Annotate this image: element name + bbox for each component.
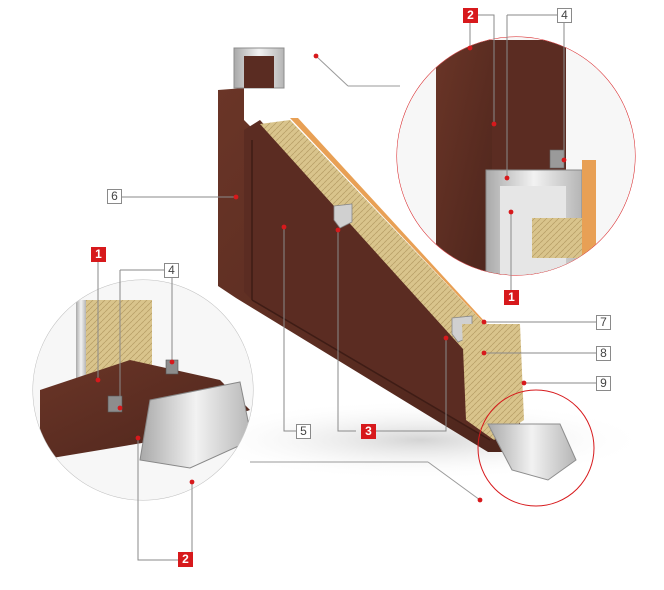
detail-top-panel (582, 160, 596, 270)
dot-bottom-2b (189, 479, 195, 485)
detail-left-zinc-channel (139, 381, 253, 469)
dot-9 (521, 380, 527, 386)
leader-top-2b (478, 14, 495, 124)
callout-left-4-label: 4 (168, 263, 175, 277)
dot-3b (443, 335, 449, 341)
leader-3 (337, 230, 356, 432)
insulation-layer (260, 120, 500, 390)
callout-left-4: 4 (164, 263, 179, 278)
leader-bottom-2 (137, 438, 178, 561)
detail-circle-left (32, 279, 254, 501)
leader-3b (376, 338, 447, 432)
dot-3a (335, 227, 341, 233)
bottom-insulation-block (462, 324, 524, 440)
callout-9-label: 9 (600, 376, 607, 390)
leader-lines (97, 14, 596, 561)
callout-3-label: 3 (365, 424, 372, 438)
leader-5 (283, 227, 296, 432)
detail-circle-bottom-right (477, 389, 595, 507)
detail-top-steel-outer (436, 40, 492, 275)
dot-left-4b (169, 359, 175, 365)
callout-8: 8 (596, 346, 611, 361)
callout-top-4: 4 (557, 8, 572, 23)
dot-bottom-2a (135, 435, 141, 441)
panel-bottom-line (251, 299, 491, 441)
callout-5: 5 (296, 424, 311, 439)
dot-top-1 (508, 209, 514, 215)
dot-5 (281, 224, 287, 230)
callout-6: 6 (107, 189, 122, 204)
callout-left-1: 1 (91, 247, 106, 262)
bottom-frame-profile (487, 423, 577, 481)
stiffener-rib-middle (333, 203, 353, 229)
callout-7: 7 (596, 315, 611, 330)
dot-6 (233, 194, 239, 200)
inner-steel-panel (244, 120, 500, 440)
dot-top-4a (504, 175, 510, 181)
callout-9: 9 (596, 376, 611, 391)
callout-bottom-2: 2 (178, 552, 193, 567)
dot-left-1 (95, 377, 101, 383)
detail-circle-top (396, 36, 636, 276)
connector-lines (250, 55, 481, 501)
door-main-section (218, 47, 577, 481)
detail-left-steel-body (40, 360, 250, 460)
dot-connector-bottom (477, 497, 483, 503)
connector-bottom-2 (427, 461, 481, 501)
dot-top-2b (491, 121, 497, 127)
callout-top-2: 2 (463, 8, 478, 23)
callout-3: 3 (361, 424, 376, 439)
callout-top-4-label: 4 (561, 8, 568, 22)
callout-7-label: 7 (600, 315, 607, 329)
callout-top-1-label: 1 (508, 290, 515, 304)
callout-left-1-label: 1 (95, 247, 102, 261)
dot-top-2a (467, 45, 473, 51)
callout-6-label: 6 (111, 189, 118, 203)
dot-7 (481, 319, 487, 325)
detail-left-zinc-upright (76, 300, 86, 396)
connector-top (315, 55, 349, 87)
leader-dots (95, 45, 567, 503)
callout-bottom-2-label: 2 (182, 552, 189, 566)
dot-top-4b (561, 157, 567, 163)
dot-connector-top (313, 53, 319, 59)
callout-top-2-label: 2 (467, 8, 474, 22)
dot-8 (481, 350, 487, 356)
callout-top-1: 1 (504, 290, 519, 305)
dot-left-4a (117, 405, 123, 411)
callout-8-label: 8 (600, 346, 607, 360)
top-frame-profile-dark (244, 56, 274, 88)
callout-5-label: 5 (300, 424, 307, 438)
